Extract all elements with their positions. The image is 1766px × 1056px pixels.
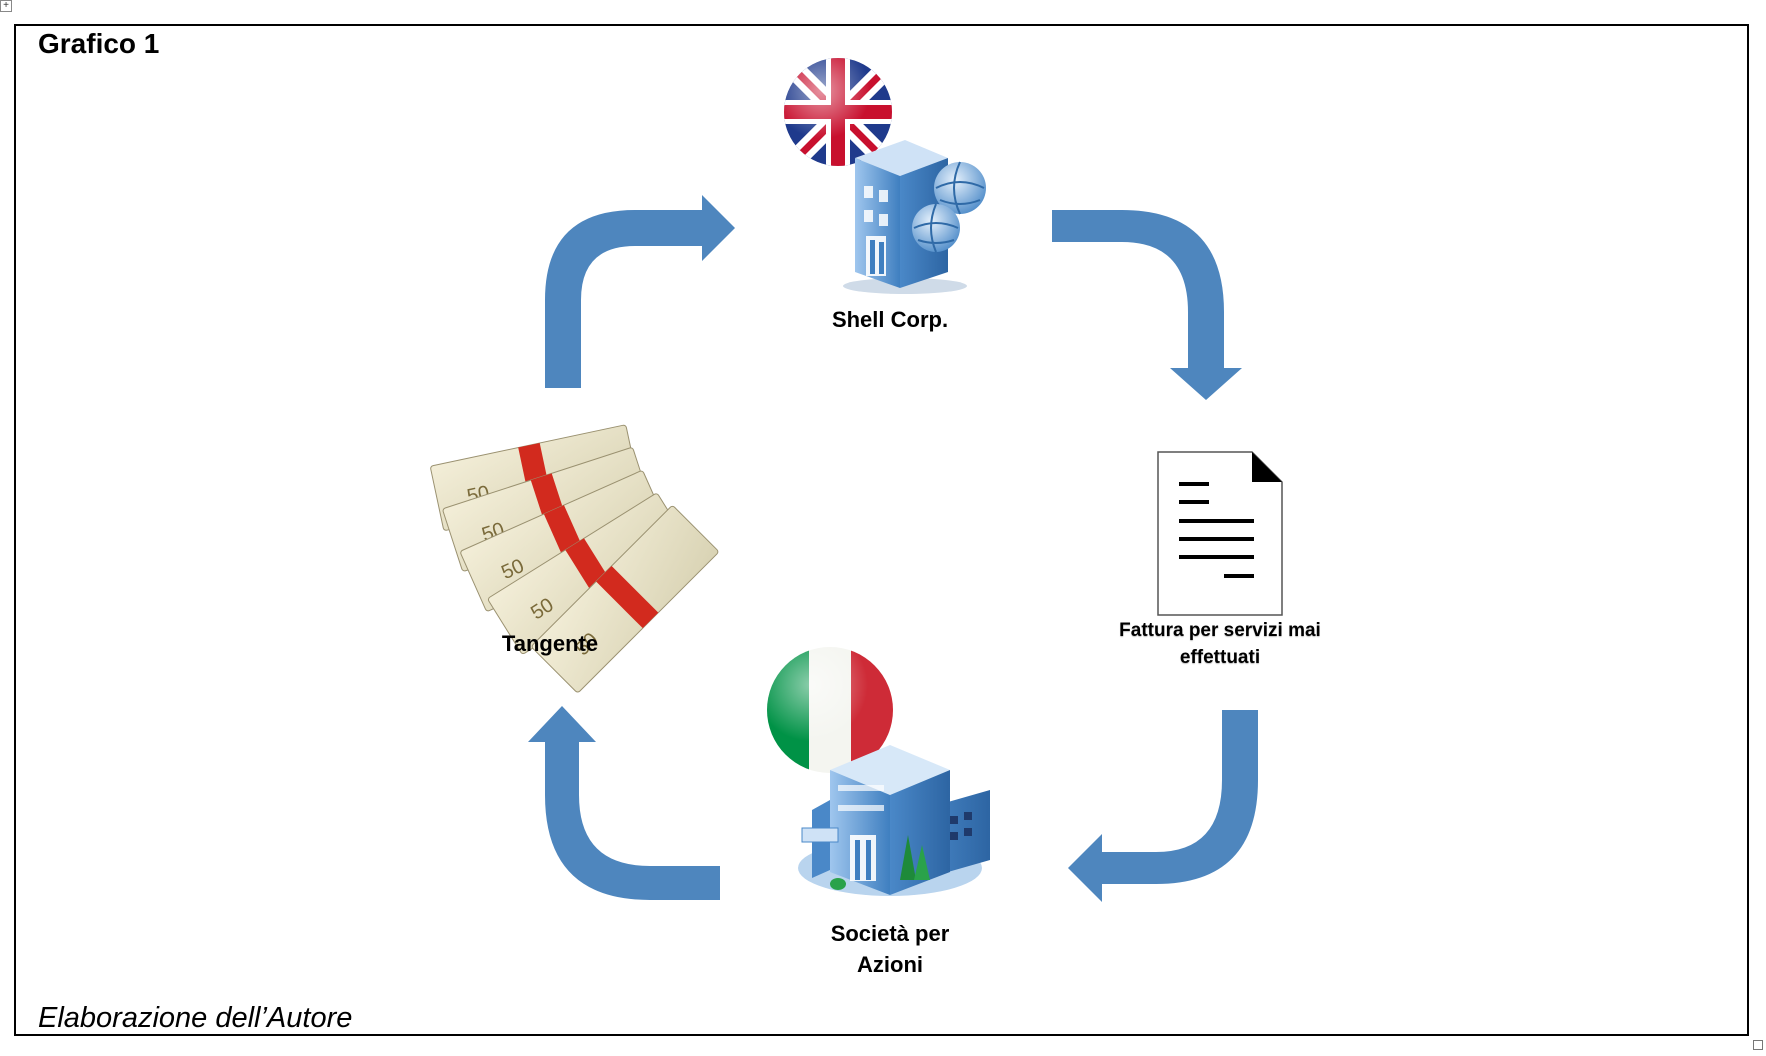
fattura-label-line2: effettuati	[1179, 647, 1261, 668]
arrow-shell-to-fattura	[1052, 210, 1242, 400]
shell-corp-label: Shell Corp.	[831, 307, 949, 332]
fattura-label-line1: Fattura per servizi mai	[1119, 620, 1321, 641]
table-move-handle[interactable]: +	[0, 0, 12, 12]
figure-caption: Elaborazione dell’Autore	[38, 1002, 353, 1034]
spa-label-line2: Azioni	[857, 952, 923, 977]
arrow-tangente-to-shell	[545, 195, 735, 388]
office-building-with-globes-icon	[843, 140, 986, 294]
figure-title: Grafico 1	[38, 28, 160, 59]
figure-frame	[14, 24, 1749, 1036]
spa-label-line1: Società per	[830, 921, 950, 946]
arrow-fattura-to-spa	[1068, 710, 1258, 902]
corporate-building-icon	[798, 745, 990, 896]
euro-banknotes-icon: 50 50 50 50 50	[430, 424, 719, 693]
spa-label: Società per Azioni	[790, 918, 990, 980]
arrow-spa-to-tangente	[528, 706, 720, 900]
table-resize-handle[interactable]	[1753, 1040, 1763, 1050]
tangente-label: Tangente	[501, 631, 599, 656]
document-icon	[1157, 451, 1283, 616]
fattura-label: Fattura per servizi mai effettuati	[1090, 617, 1350, 671]
